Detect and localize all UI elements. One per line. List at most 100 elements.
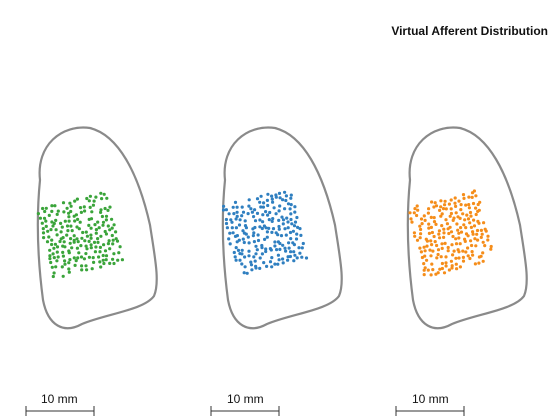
- afferent-dot: [418, 246, 422, 250]
- fingertip-outline: [36, 126, 158, 330]
- afferent-dot: [117, 251, 121, 255]
- afferent-dot: [454, 256, 458, 260]
- afferent-dot: [474, 212, 478, 217]
- afferent-dot: [444, 264, 448, 268]
- afferent-dot: [106, 208, 110, 212]
- afferent-dot: [289, 196, 293, 200]
- afferent-dot: [286, 220, 290, 224]
- afferent-dot: [247, 204, 251, 208]
- fingertip-outline: [406, 126, 528, 330]
- afferent-dot: [486, 234, 490, 238]
- afferent-dot: [235, 214, 239, 218]
- afferent-dot: [265, 235, 269, 239]
- afferent-dot: [63, 219, 67, 223]
- afferent-dot: [225, 226, 229, 230]
- afferent-dot: [263, 237, 267, 241]
- afferent-dot: [457, 256, 461, 260]
- afferent-dot: [112, 261, 116, 266]
- afferent-dot: [249, 263, 254, 267]
- afferent-dot: [102, 243, 106, 247]
- afferent-dot: [91, 203, 95, 207]
- afferent-dot: [104, 254, 109, 258]
- afferent-dot: [265, 198, 269, 202]
- panel-blue: [221, 126, 343, 330]
- afferent-dot: [456, 228, 460, 232]
- afferent-dot: [301, 241, 305, 246]
- afferent-dot: [459, 226, 463, 230]
- afferent-dot: [434, 272, 438, 276]
- afferent-dot: [63, 262, 67, 266]
- afferent-dot: [221, 208, 226, 212]
- afferent-dot: [107, 239, 111, 243]
- afferent-dot: [54, 228, 58, 232]
- afferent-dot: [470, 243, 474, 248]
- afferent-dot: [469, 225, 473, 229]
- afferent-dot: [481, 251, 485, 255]
- afferent-dot: [458, 242, 462, 246]
- afferent-dot: [111, 257, 115, 261]
- afferent-dot: [240, 248, 244, 252]
- scale-bar: [210, 406, 280, 416]
- afferent-dot: [79, 244, 83, 248]
- afferent-dot: [73, 199, 77, 203]
- afferent-dot: [67, 219, 71, 223]
- afferent-dot: [440, 246, 444, 250]
- afferent-dot: [277, 227, 281, 231]
- afferent-dot: [289, 250, 293, 254]
- afferent-dot: [258, 200, 262, 204]
- afferent-dot: [289, 212, 293, 216]
- afferent-dot: [98, 245, 102, 249]
- afferent-dot: [74, 213, 78, 217]
- afferent-dot: [461, 212, 465, 216]
- afferent-dot: [99, 234, 103, 238]
- afferent-dot: [101, 220, 106, 224]
- afferent-dot: [445, 222, 449, 226]
- afferent-dot: [76, 256, 80, 260]
- afferent-dot: [479, 235, 483, 239]
- afferent-dot: [255, 211, 260, 215]
- afferent-dot: [480, 232, 484, 236]
- afferent-dot: [410, 220, 414, 224]
- afferent-dot: [452, 249, 456, 253]
- afferent-dot: [45, 240, 50, 244]
- afferent-dot: [234, 217, 238, 221]
- afferent-dot: [436, 248, 441, 252]
- afferent-dot: [449, 259, 453, 263]
- afferent-dot: [92, 260, 96, 264]
- afferent-dot: [52, 256, 56, 260]
- afferent-dot: [82, 205, 86, 209]
- afferent-dot: [80, 264, 84, 268]
- afferent-dot: [292, 243, 296, 247]
- afferent-dot: [254, 266, 258, 270]
- afferent-dot: [236, 248, 241, 252]
- afferent-dot: [450, 264, 454, 268]
- afferent-dot: [61, 250, 65, 254]
- afferent-dot: [413, 207, 417, 211]
- afferent-dot: [231, 231, 235, 235]
- afferent-dot: [293, 220, 298, 224]
- afferent-dot: [67, 251, 71, 255]
- afferent-dot: [440, 224, 444, 228]
- afferent-dot: [108, 205, 112, 209]
- afferent-dot: [276, 233, 280, 237]
- afferent-dot: [477, 221, 481, 225]
- afferent-dot: [283, 207, 287, 211]
- afferent-dot: [422, 262, 426, 266]
- afferent-dot: [295, 232, 299, 236]
- afferent-dot: [85, 234, 89, 238]
- afferent-dot: [97, 255, 101, 259]
- afferent-dot: [72, 234, 76, 238]
- afferent-dot: [249, 207, 253, 211]
- afferent-dot: [294, 237, 299, 241]
- afferent-dot: [85, 268, 89, 272]
- afferent-dot: [110, 217, 114, 221]
- afferent-dot: [429, 239, 433, 243]
- afferent-dot: [93, 223, 97, 227]
- afferent-dot: [36, 212, 41, 216]
- afferent-dot: [467, 206, 471, 210]
- afferent-dot: [96, 240, 100, 244]
- afferent-dot: [115, 239, 120, 243]
- afferent-dot: [56, 209, 60, 213]
- afferent-dot: [457, 199, 461, 203]
- afferent-dot: [466, 246, 470, 250]
